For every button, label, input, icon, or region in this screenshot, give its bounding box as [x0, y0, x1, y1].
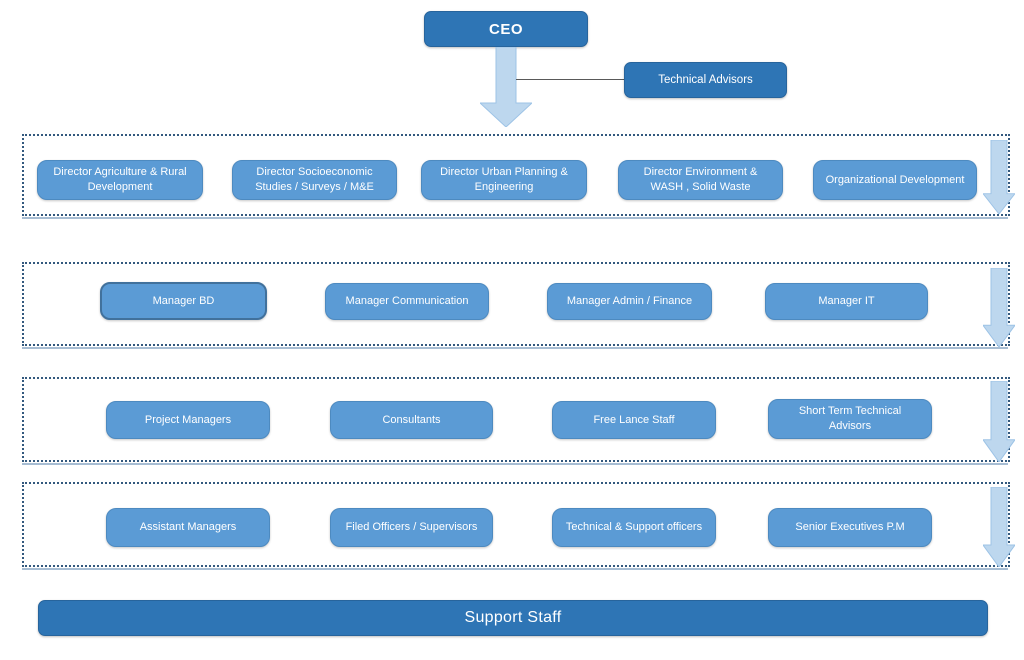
director-socioeconomic-box: Director Socioeconomic Studies / Surveys… — [232, 160, 397, 200]
director-urban-planning-box: Director Urban Planning & Engineering — [421, 160, 587, 200]
manager-it-box: Manager IT — [765, 283, 928, 320]
band-underline — [22, 568, 1008, 570]
field-officers-supervisors-box: Filed Officers / Supervisors — [330, 508, 493, 547]
short-term-technical-advisors-box: Short Term Technical Advisors — [768, 399, 932, 439]
band1-down-arrow-icon — [983, 140, 1015, 214]
technical-advisors-box: Technical Advisors — [624, 62, 787, 98]
freelance-staff-box: Free Lance Staff — [552, 401, 716, 439]
band-underline — [22, 217, 1008, 219]
band3-down-arrow-icon — [983, 381, 1015, 462]
ceo-down-arrow-icon — [480, 47, 532, 127]
consultants-box: Consultants — [330, 401, 493, 439]
officers-band — [22, 482, 1010, 567]
director-environment-box: Director Environment & WASH , Solid Wast… — [618, 160, 783, 200]
ceo-to-advisors-connector — [516, 79, 624, 80]
band4-down-arrow-icon — [983, 487, 1015, 567]
ceo-box: CEO — [424, 11, 588, 47]
manager-communication-box: Manager Communication — [325, 283, 489, 320]
director-agriculture-box: Director Agriculture & Rural Development — [37, 160, 203, 200]
project-staff-band — [22, 377, 1010, 462]
support-staff-bar: Support Staff — [38, 600, 988, 636]
band2-down-arrow-icon — [983, 268, 1015, 347]
organizational-development-box: Organizational Development — [813, 160, 977, 200]
project-managers-box: Project Managers — [106, 401, 270, 439]
manager-admin-finance-box: Manager Admin / Finance — [547, 283, 712, 320]
assistant-managers-box: Assistant Managers — [106, 508, 270, 547]
band-underline — [22, 347, 1008, 349]
directors-band — [22, 134, 1010, 216]
managers-band — [22, 262, 1010, 346]
manager-bd-box: Manager BD — [100, 282, 267, 320]
senior-executives-pm-box: Senior Executives P.M — [768, 508, 932, 547]
band-underline — [22, 463, 1008, 465]
technical-support-officers-box: Technical & Support officers — [552, 508, 716, 547]
